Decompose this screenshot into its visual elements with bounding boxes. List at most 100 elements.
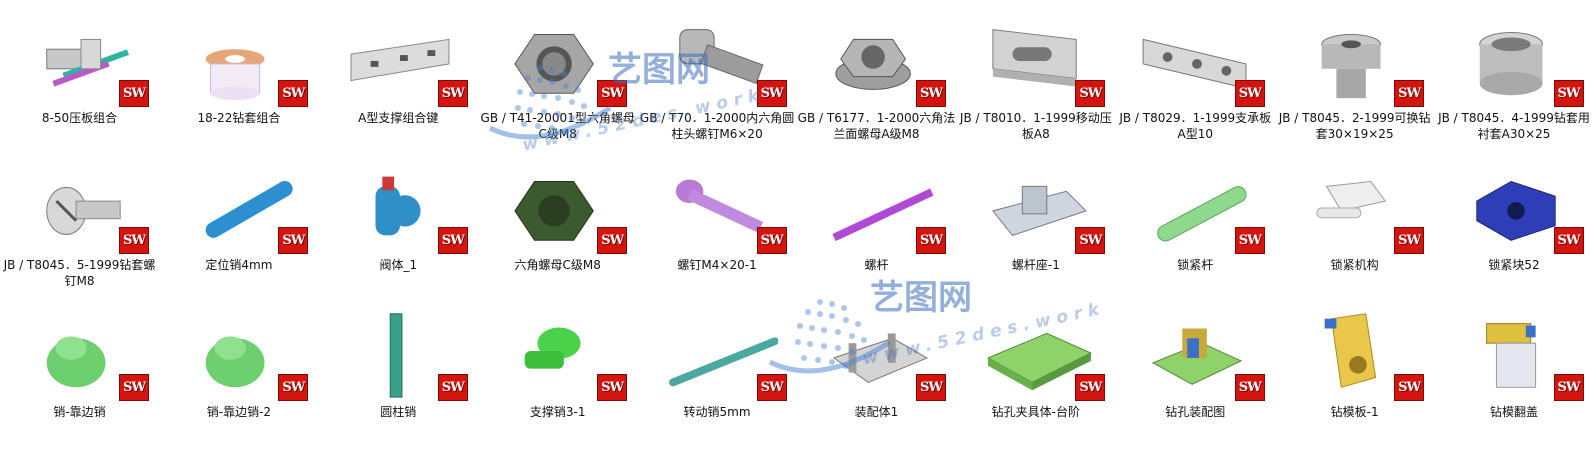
- solidworks-badge-icon: SW: [915, 80, 946, 107]
- solidworks-badge-text: SW: [1557, 233, 1581, 248]
- file-item[interactable]: SW 支撑销3-1: [478, 294, 637, 449]
- drill-fixture-body-icon: [978, 304, 1096, 402]
- socket-cap-screw-icon: [660, 10, 778, 108]
- file-name: 销-靠边销: [53, 405, 106, 419]
- file-name: JB / T8029．1-1999支承板A型10: [1119, 111, 1272, 141]
- file-item[interactable]: SW 钻模翻盖: [1435, 294, 1594, 449]
- file-item[interactable]: SW 转动销5mm: [638, 294, 797, 449]
- file-item[interactable]: SW GB / T6177．1-2000六角法兰面螺母A级M8: [797, 0, 956, 147]
- file-item[interactable]: SW 18-22钻套组合: [159, 0, 318, 147]
- file-name: 定位销4mm: [205, 258, 273, 272]
- file-item[interactable]: SW 钻孔夹具体-台阶: [956, 294, 1115, 449]
- solidworks-badge-icon: SW: [278, 227, 309, 254]
- hex-nut-dark-icon: [500, 157, 618, 255]
- solidworks-badge-icon: SW: [1234, 80, 1265, 107]
- solidworks-badge-text: SW: [123, 233, 146, 248]
- solidworks-badge-text: SW: [601, 233, 624, 248]
- solidworks-badge-icon: SW: [597, 80, 628, 107]
- edge-pin-2-icon: [181, 304, 299, 402]
- solidworks-badge-icon: SW: [1234, 227, 1265, 254]
- file-name: 支撑销3-1: [529, 405, 586, 419]
- file-item[interactable]: SW 圆柱销: [319, 294, 478, 449]
- solidworks-badge-icon: SW: [437, 80, 468, 107]
- solidworks-badge-icon: SW: [1075, 227, 1106, 254]
- solidworks-badge-icon: SW: [1394, 80, 1425, 107]
- file-name: 锁紧机构: [1330, 258, 1379, 272]
- flange-nut-icon: [819, 10, 937, 108]
- solidworks-badge-icon: SW: [756, 80, 787, 107]
- solidworks-badge-text: SW: [760, 380, 784, 395]
- solidworks-badge-icon: SW: [437, 374, 468, 401]
- file-name: 螺杆: [864, 258, 889, 272]
- file-item[interactable]: SW 钻孔装配图: [1116, 294, 1275, 449]
- file-item[interactable]: SW JB / T8045．2-1999可换钻套30×19×25: [1275, 0, 1434, 147]
- file-item[interactable]: SW 锁紧机构: [1275, 147, 1434, 294]
- solidworks-badge-text: SW: [441, 86, 465, 101]
- solidworks-badge-icon: SW: [1394, 374, 1425, 401]
- file-name: JB / T8010．1-1999移动压板A8: [959, 111, 1112, 141]
- file-name: 转动销5mm: [683, 405, 751, 419]
- drill-flip-cover-icon: [1457, 304, 1575, 402]
- screw-icon: [660, 157, 778, 255]
- solidworks-badge-text: SW: [441, 380, 465, 395]
- valve-body-icon: [341, 157, 459, 255]
- moving-clamp-plate-icon: [978, 10, 1096, 108]
- file-name: 钻模翻盖: [1490, 405, 1539, 419]
- solidworks-badge-text: SW: [919, 86, 943, 101]
- solidworks-badge-text: SW: [1238, 380, 1262, 395]
- file-name: GB / T6177．1-2000六角法兰面螺母A级M8: [797, 111, 956, 141]
- edge-pin-icon: [22, 304, 140, 402]
- file-name: JB / T8045．2-1999可换钻套30×19×25: [1278, 111, 1431, 141]
- file-name: 钻孔装配图: [1165, 405, 1226, 419]
- threaded-rod-icon: [819, 157, 937, 255]
- solidworks-badge-icon: SW: [1553, 227, 1584, 254]
- solidworks-badge-text: SW: [760, 233, 784, 248]
- file-item[interactable]: SW JB / T8045．5-1999钻套螺钉M8: [0, 147, 159, 294]
- solidworks-badge-icon: SW: [1075, 374, 1106, 401]
- solidworks-badge-icon: SW: [278, 80, 309, 107]
- rod-seat-icon: [978, 157, 1096, 255]
- solidworks-badge-text: SW: [1398, 233, 1421, 248]
- file-name: 圆柱销: [380, 405, 417, 419]
- solidworks-badge-text: SW: [1079, 233, 1102, 248]
- solidworks-badge-text: SW: [1079, 380, 1102, 395]
- file-name: 18-22钻套组合: [197, 111, 281, 125]
- solidworks-badge-text: SW: [1557, 380, 1581, 395]
- solidworks-badge-icon: SW: [1394, 227, 1425, 254]
- file-name: 8-50压板组合: [41, 111, 118, 125]
- file-name: 装配体1: [854, 405, 899, 419]
- solidworks-badge-icon: SW: [597, 374, 628, 401]
- solidworks-badge-icon: SW: [437, 227, 468, 254]
- replaceable-drill-bushing-icon: [1297, 10, 1415, 108]
- hex-nut-icon: [500, 10, 618, 108]
- locking-mechanism-icon: [1297, 157, 1415, 255]
- file-name: 阀体_1: [379, 258, 418, 272]
- file-name: 锁紧块52: [1488, 258, 1540, 272]
- solidworks-badge-text: SW: [601, 380, 624, 395]
- file-item[interactable]: SW 锁紧块52: [1435, 147, 1594, 294]
- file-name: 六角螺母C级M8: [514, 258, 601, 272]
- file-item[interactable]: SW 阀体_1: [319, 147, 478, 294]
- solidworks-badge-icon: SW: [278, 374, 309, 401]
- file-item[interactable]: SW 定位销4mm: [159, 147, 318, 294]
- file-name: 钻孔夹具体-台阶: [991, 405, 1081, 419]
- file-item[interactable]: SW JB / T8029．1-1999支承板A型10: [1116, 0, 1275, 147]
- file-name: A型支撑组合键: [358, 111, 439, 125]
- solidworks-badge-icon: SW: [756, 374, 787, 401]
- file-name: JB / T8045．5-1999钻套螺钉M8: [3, 258, 156, 288]
